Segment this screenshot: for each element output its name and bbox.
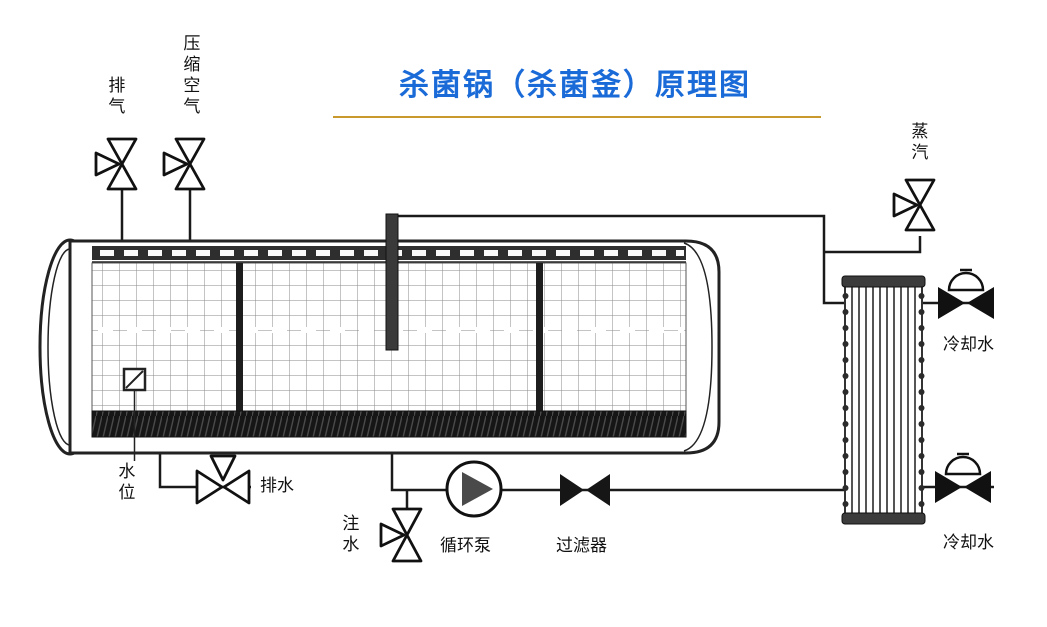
filter-icon (560, 474, 610, 506)
steam-label: 蒸汽 (908, 122, 928, 164)
cooling-water-valve-top-icon (938, 268, 994, 319)
page-title: 杀菌锅（杀菌釜）原理图 (399, 69, 751, 102)
vessel (38, 238, 721, 456)
drain-valve-icon (195, 454, 251, 505)
center-feed-pipe (385, 213, 399, 351)
title-underline (333, 116, 821, 118)
compressed-air-label: 压缩空气 (180, 34, 200, 118)
exhaust-label: 排气 (105, 76, 125, 118)
exhaust-valve-icon (94, 137, 138, 191)
compressed-air-valve-icon (162, 137, 206, 191)
cooling-water-valve-bottom-icon (935, 452, 991, 503)
drain-label: 排水 (260, 476, 294, 495)
water-inlet-label: 注水 (339, 514, 359, 556)
circulation-pump-label: 循环泵 (440, 536, 491, 555)
water-inlet-valve-icon (379, 507, 423, 563)
heat-exchanger (841, 275, 926, 525)
steam-valve-icon (892, 178, 936, 232)
cooling-water-top-label: 冷却水 (943, 335, 994, 354)
water-level-sensor-icon (122, 367, 147, 461)
circulation-pump-icon (445, 460, 503, 518)
filter-label: 过滤器 (556, 536, 607, 555)
cooling-water-bottom-label: 冷却水 (943, 533, 994, 552)
water-level-label: 水位 (115, 462, 135, 504)
